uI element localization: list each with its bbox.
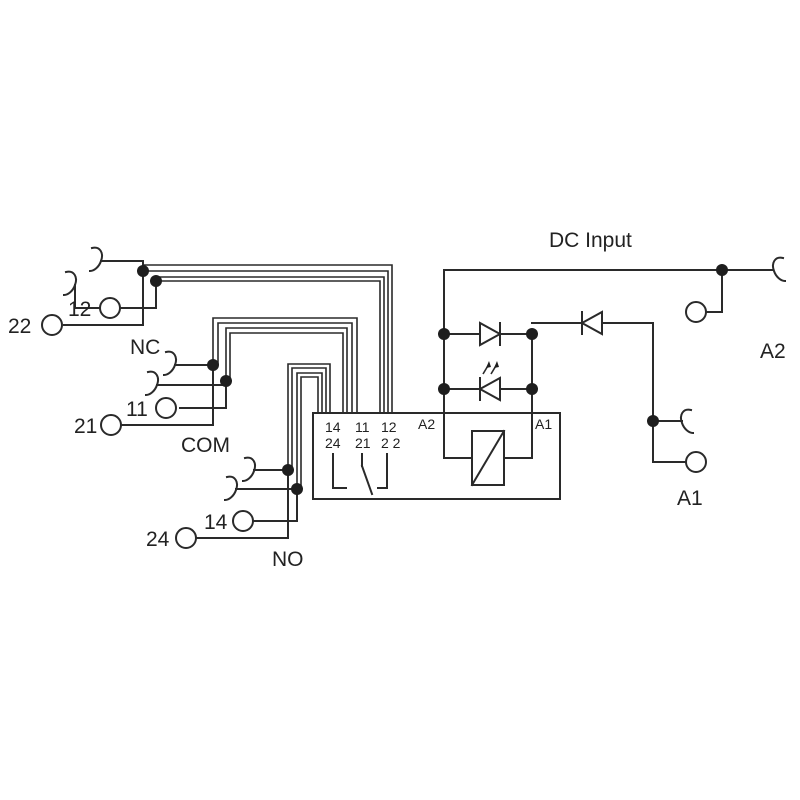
bridge-junction-bl	[438, 383, 450, 395]
nc-bus-join-inner	[156, 276, 385, 413]
a2-junction	[716, 264, 728, 276]
com-clamp-upper	[162, 350, 177, 377]
pin-label-12: 12	[381, 419, 397, 435]
contact-switch-blade	[360, 464, 374, 496]
terminal-22-circle[interactable]	[41, 314, 63, 336]
com-junction-upper	[207, 359, 219, 371]
a1-clamp	[680, 408, 695, 435]
no-bus-outer-2	[291, 367, 327, 470]
nc-clamp-upper	[88, 246, 103, 273]
no-bus-outer	[287, 363, 331, 470]
terminal-a2-label: A2	[760, 340, 786, 363]
pin-label-11: 11	[355, 419, 370, 435]
relay-coil	[471, 430, 505, 486]
dc-rail-a2	[443, 269, 773, 414]
nc-wire-from-mid	[119, 280, 157, 309]
com-bus-inner-2	[229, 332, 344, 413]
terminal-a1-label: A1	[677, 487, 703, 510]
no-wire-upper	[195, 469, 289, 539]
com-wire-upper	[119, 364, 214, 426]
no-bus-inner-2	[300, 376, 319, 489]
bridge-junction-br	[526, 383, 538, 395]
nc-bus-outer	[143, 270, 389, 413]
no-terminal-group: 24 14 NO	[146, 456, 304, 571]
com-wire-lower	[156, 384, 227, 409]
relay-module-box	[312, 412, 561, 500]
terminal-24-label: 24	[146, 528, 170, 551]
terminal-11-circle[interactable]	[155, 397, 177, 419]
nc-wire-lower	[74, 284, 101, 309]
bridge-junction-tr	[526, 328, 538, 340]
dc-input-label: DC Input	[549, 229, 632, 252]
pin-label-24: 24	[325, 435, 341, 451]
no-junction-lower	[291, 483, 303, 495]
coil-lead-a2	[443, 412, 473, 459]
led-light-arrows-icon	[482, 361, 499, 375]
terminal-11-label: 11	[126, 398, 148, 421]
nc-label: NC	[130, 336, 160, 359]
nc-bus-join-left	[143, 264, 393, 413]
com-bus-outer	[212, 317, 358, 413]
com-bus-inner	[225, 327, 348, 413]
nc-junction-lower	[150, 275, 162, 287]
terminal-12-label: 12	[68, 298, 91, 321]
coil-lead-a1	[503, 412, 533, 459]
nc-bus-inner	[156, 280, 381, 413]
terminal-12-circle[interactable]	[99, 297, 121, 319]
no-wire-lower	[235, 488, 298, 522]
terminal-14-label: 14	[204, 511, 228, 534]
no-label: NO	[272, 548, 304, 571]
com-label: COM	[181, 434, 230, 457]
pin-label-22: 2 2	[381, 435, 401, 451]
relay-module: 14 11 12 24 21 2 2 A2 A1	[312, 412, 561, 500]
pin-label-14: 14	[325, 419, 341, 435]
relay-coil-diagonal	[470, 429, 506, 487]
contact-nc-lead	[377, 453, 388, 489]
com-terminal-group: 21 11 COM	[74, 350, 230, 457]
com-junction-lower	[220, 375, 232, 387]
terminal-a1-circle[interactable]	[685, 451, 707, 473]
terminal-22-label: 22	[8, 315, 31, 338]
bridge-diode	[479, 321, 503, 347]
bridge-junction-tl	[438, 328, 450, 340]
nc-junction-upper	[137, 265, 149, 277]
series-diode	[579, 310, 603, 336]
a1-junction	[647, 415, 659, 427]
a1-wire	[531, 322, 688, 463]
nc-terminal-group: 22 12 NC	[8, 246, 160, 359]
com-bus-outer-2	[217, 322, 353, 413]
pin-label-a1: A1	[535, 416, 552, 432]
terminal-a2-circle[interactable]	[685, 301, 707, 323]
status-led-diode	[477, 376, 501, 402]
nc-wire-upper	[63, 260, 144, 326]
com-clamp-lower	[144, 370, 159, 397]
pin-label-a2: A2	[418, 416, 435, 432]
terminal-14-circle[interactable]	[232, 510, 254, 532]
terminal-24-circle[interactable]	[175, 527, 197, 549]
a2-clamp	[772, 256, 787, 283]
no-bus-inner	[296, 372, 323, 489]
contact-no-lead	[332, 453, 347, 489]
no-junction-upper	[282, 464, 294, 476]
pin-label-21: 21	[355, 435, 371, 451]
terminal-21-circle[interactable]	[100, 414, 122, 436]
terminal-21-label: 21	[74, 415, 97, 438]
